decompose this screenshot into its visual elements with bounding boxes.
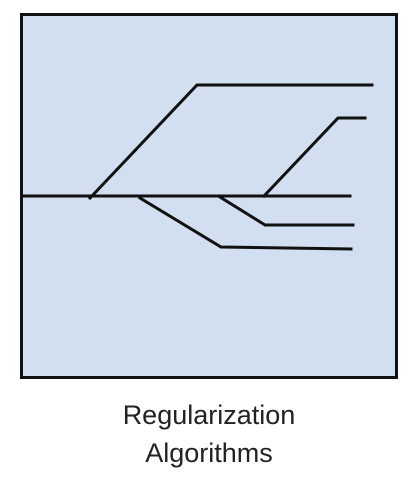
branch-mid-lower <box>217 194 355 227</box>
diagram-caption: Regularization Algorithms <box>0 396 418 472</box>
tree-branching-svg <box>20 13 398 379</box>
branch-upper-long <box>87 83 374 201</box>
caption-line-1: Regularization <box>122 400 296 430</box>
branch-upper-short <box>261 116 367 199</box>
caption-line-2: Algorithms <box>145 438 273 468</box>
tree-branching-icon <box>20 13 398 379</box>
branch-bottom <box>137 195 353 251</box>
